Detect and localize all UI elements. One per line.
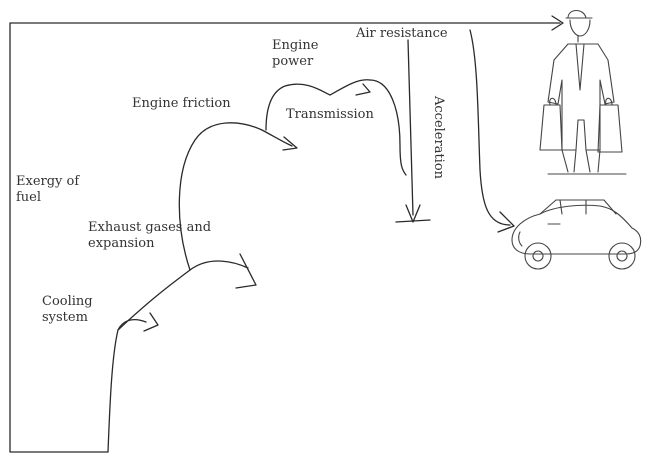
cooling-system-label: Cooling system <box>42 294 93 325</box>
acceleration-arrow <box>395 39 431 223</box>
car-drawing <box>511 199 642 270</box>
engine-friction-branch-arrow <box>178 122 298 271</box>
car-branch-arrow <box>469 29 515 233</box>
exhaust-branch-arrow <box>117 253 257 331</box>
acceleration-label: Acceleration <box>431 96 446 180</box>
acceleration-feed-line <box>369 79 407 176</box>
exhaust-gases-label: Exhaust gases and expansion <box>88 220 212 251</box>
engine-friction-label: Engine friction <box>132 96 231 111</box>
exergy-main-flow-line <box>9 22 561 453</box>
exergy-of-fuel-label: Exergy of fuel <box>16 174 80 205</box>
transmission-branch-arrow <box>265 79 371 131</box>
engine-power-label: Engine power <box>272 38 319 69</box>
air-resistance-arrowhead <box>551 15 564 31</box>
person-drawing <box>539 9 627 175</box>
air-resistance-label: Air resistance <box>356 26 448 41</box>
transmission-label: Transmission <box>286 107 374 122</box>
cooling-branch-arrow <box>107 312 159 453</box>
